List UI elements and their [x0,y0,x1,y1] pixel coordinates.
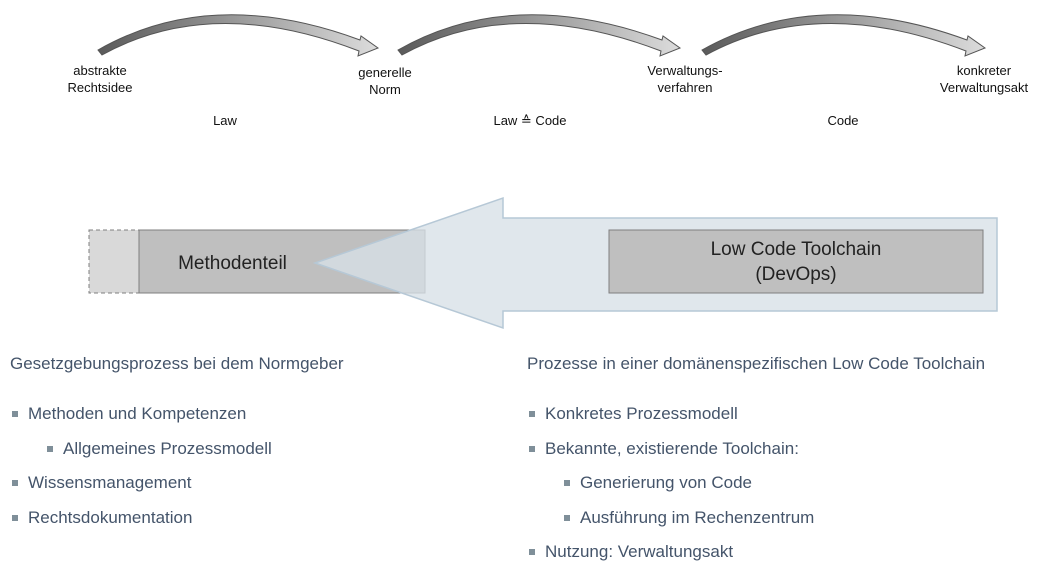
list-item: Wissensmanagement [10,473,510,508]
low-code-toolchain-box [608,229,984,294]
list-item: Ausführung im Rechenzentrum [527,508,1037,543]
list-item: Methoden und Kompetenzen [10,404,510,439]
node-verwaltungsverfahren: Verwaltungs- verfahren [647,63,723,95]
band-label-law: Law [213,113,237,128]
curved-arrow-1 [97,14,380,57]
node-konkreter-verwaltungsakt: konkreter Verwaltungsakt [939,63,1029,95]
list-item: Allgemeines Prozessmodell [10,439,510,474]
low-code-toolchain-label: Low Code Toolchain (DevOps) [710,239,882,285]
dashed-placeholder-box [88,229,140,294]
left-bullet-list: Methoden und Kompetenzen Allgemeines Pro… [10,404,510,542]
list-item: Bekannte, existierende Toolchain: [527,439,1037,474]
left-section-title: Gesetzgebungsprozess bei dem Normgeber [10,354,344,373]
band-label-code: Code [827,113,859,128]
list-item: Rechtsdokumentation [10,508,510,543]
list-item: Konkretes Prozessmodell [527,404,1037,439]
node-generelle-norm: generelle Norm [358,65,412,97]
band-label-law-code: Law ≙ Code [493,113,567,128]
right-bullet-list: Konkretes Prozessmodell Bekannte, existi… [527,404,1037,577]
methodenteil-label: Methodenteil [178,253,287,274]
right-section-title: Prozesse in einer domänenspezifischen Lo… [527,354,986,373]
curved-arrow-3 [701,14,987,57]
list-item: Nutzung: Verwaltungsakt [527,542,1037,577]
list-item: Generierung von Code [527,473,1037,508]
node-abstrakte-rechtsidee: abstrakte Rechtsidee [67,63,133,95]
curved-arrow-2 [397,14,682,57]
